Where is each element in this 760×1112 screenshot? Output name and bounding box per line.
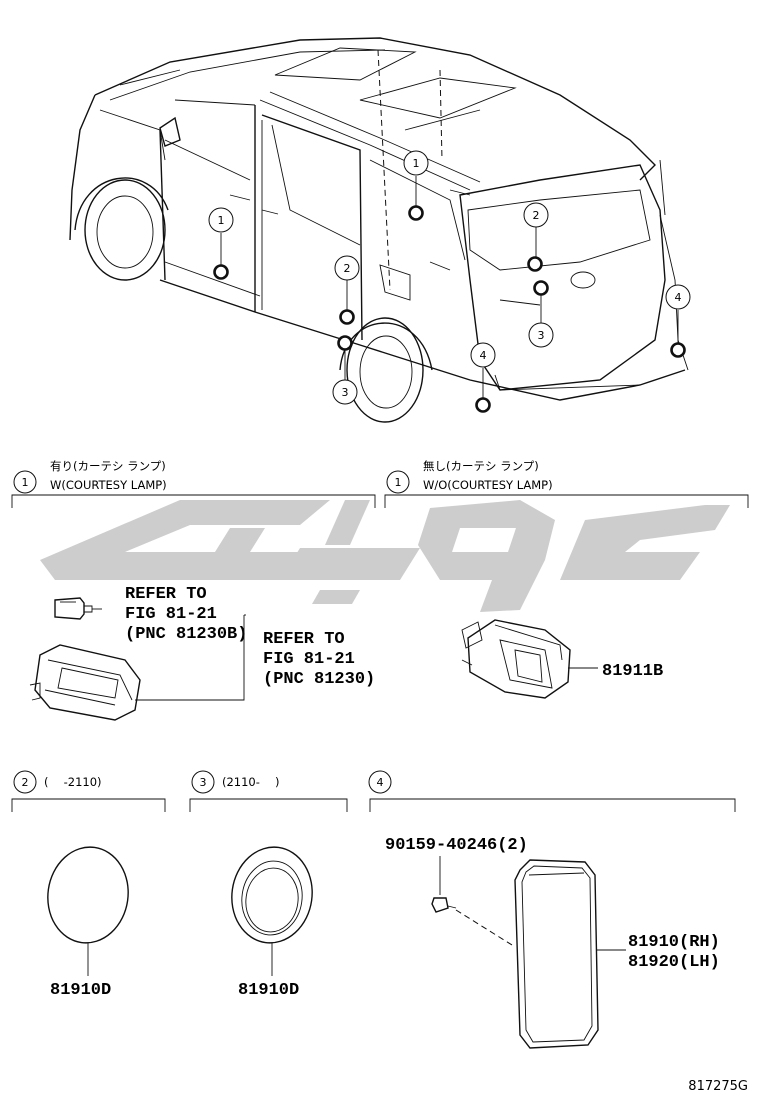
section-header-1-without-lamp: 1 無し(カーテシ ランプ) W/O(COURTESY LAMP): [384, 459, 749, 508]
cap-81910d-plain: [47, 846, 129, 976]
part-number-reflector-lh: 81920(LH): [628, 953, 720, 972]
cap-81910d-ringed: [231, 846, 313, 976]
figure-code: 817275G: [688, 1079, 748, 1094]
part-number-81910d: 81910D: [50, 981, 111, 1000]
callout-3: 3: [332, 379, 358, 405]
refer-bulb-text: REFER TO FIG 81-21 (PNC 81230B): [125, 585, 247, 644]
section-number: 3: [200, 776, 207, 789]
refer-line: (PNC 81230): [263, 670, 375, 689]
callout-number: 2: [533, 209, 540, 222]
callout-number: 4: [480, 349, 487, 362]
reflector-81910: [514, 859, 626, 1049]
refer-line: FIG 81-21: [263, 650, 355, 669]
refer-lamp-text: REFER TO FIG 81-21 (PNC 81230): [263, 630, 375, 689]
location-markers: [213, 205, 686, 413]
refer-lamp-leader: [135, 614, 246, 701]
section-number: 2: [22, 776, 29, 789]
section-header-1-with-lamp: 1 有り(カーテシ ランプ) W(COURTESY LAMP): [11, 459, 376, 508]
marker-dot: [337, 335, 353, 351]
callout-4: 4: [665, 284, 691, 310]
section-header-3: 3 (2110- ): [189, 770, 348, 812]
refer-line: REFER TO: [263, 630, 345, 649]
callout-4: 4: [470, 342, 496, 368]
part-number-screw: 90159-40246(2): [385, 836, 528, 855]
callout-number: 1: [413, 157, 420, 170]
watermark-logo: [40, 500, 730, 612]
callout-3: 3: [528, 322, 554, 348]
lamp-housing-81911b: [461, 619, 598, 699]
vehicle-illustration: [69, 37, 689, 423]
part-number-81911b: 81911B: [602, 662, 663, 681]
marker-dot: [475, 397, 491, 413]
callout-number: 1: [218, 214, 225, 227]
callout-number: 3: [342, 386, 349, 399]
part-number-81910d: 81910D: [238, 981, 299, 1000]
section-label-jp: 無し(カーテシ ランプ): [423, 459, 539, 473]
callout-2: 2: [523, 202, 549, 228]
callout-number: 3: [538, 329, 545, 342]
section-range: (2110- ): [222, 775, 280, 789]
callout-number: 4: [675, 291, 682, 304]
refer-line: REFER TO: [125, 585, 207, 604]
marker-dot: [213, 264, 229, 280]
section-number: 1: [395, 476, 402, 489]
callout-1: 1: [403, 150, 429, 176]
part-number-reflector-rh: 81910(RH): [628, 933, 720, 952]
refer-line: FIG 81-21: [125, 605, 217, 624]
callouts: 1 1 2 2 3 3 4 4: [208, 150, 691, 405]
section-number: 4: [377, 776, 384, 789]
section-label-jp: 有り(カーテシ ランプ): [50, 459, 166, 473]
section-header-4: 4: [368, 770, 736, 812]
bulb-illustration: [54, 597, 102, 620]
refer-line: (PNC 81230B): [125, 625, 247, 644]
marker-dot: [533, 280, 549, 296]
courtesy-lamp-illustration: [29, 644, 141, 721]
screw-illustration: [431, 856, 513, 946]
section-range: ( -2110): [44, 775, 102, 789]
marker-dot: [408, 205, 424, 221]
marker-dot: [670, 342, 686, 358]
marker-dot: [339, 309, 355, 325]
callout-1: 1: [208, 207, 234, 233]
section-label-en: W/O(COURTESY LAMP): [423, 478, 553, 492]
callout-2: 2: [334, 255, 360, 281]
section-number: 1: [22, 476, 29, 489]
section-header-2: 2 ( -2110): [11, 770, 166, 812]
callout-leaders: [220, 176, 679, 399]
callout-number: 2: [344, 262, 351, 275]
marker-dot: [527, 256, 543, 272]
section-label-en: W(COURTESY LAMP): [50, 478, 167, 492]
